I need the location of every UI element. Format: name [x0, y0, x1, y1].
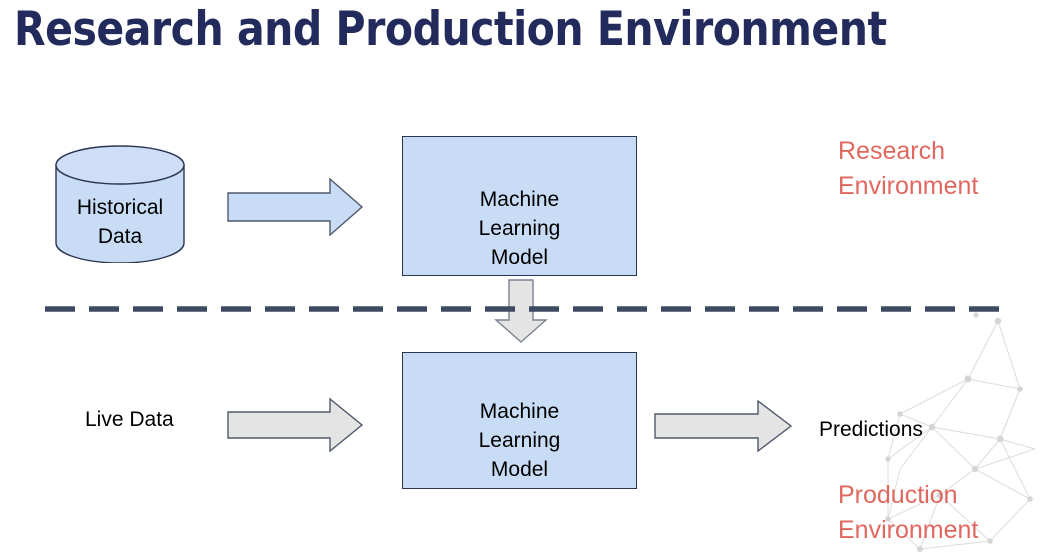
arrow-model-to-predictions [654, 399, 793, 453]
research-environment-label-line1: Research [838, 137, 945, 165]
research-model-box: Machine Learning Model [402, 136, 637, 276]
live-data-label: Live Data [85, 408, 174, 431]
research-environment-label-line2: Environment [838, 172, 979, 200]
research-model-line1: Machine [479, 188, 560, 211]
production-model-box: Machine Learning Model [402, 352, 637, 489]
research-model-line2: Learning [478, 217, 561, 240]
production-model-line2: Learning [478, 429, 561, 452]
historical-data-label-line1: Historical [76, 196, 164, 219]
arrow-historical-data-to-model [227, 177, 364, 237]
historical-data-label: Historical Data [55, 193, 185, 251]
research-environment-label: Research Environment [838, 134, 978, 204]
production-model-line1: Machine [479, 400, 560, 423]
environment-divider-dashed-line [45, 306, 1001, 312]
arrow-live-data-to-model [227, 397, 364, 453]
predictions-label: Predictions [819, 418, 923, 441]
production-environment-label: Production Environment [838, 478, 978, 548]
historical-data-cylinder-shape [55, 145, 185, 263]
research-model-box-text: Machine Learning Model [403, 185, 636, 272]
research-model-line3: Model [490, 246, 549, 269]
historical-data-label-line2: Data [97, 225, 143, 248]
production-environment-label-line2: Environment [838, 516, 979, 544]
production-model-line3: Model [490, 458, 549, 481]
production-environment-label-line1: Production [838, 481, 958, 509]
production-model-box-text: Machine Learning Model [403, 397, 636, 484]
page-title: Research and Production Environment [14, 2, 887, 57]
arrow-model-handoff-down [494, 279, 548, 343]
